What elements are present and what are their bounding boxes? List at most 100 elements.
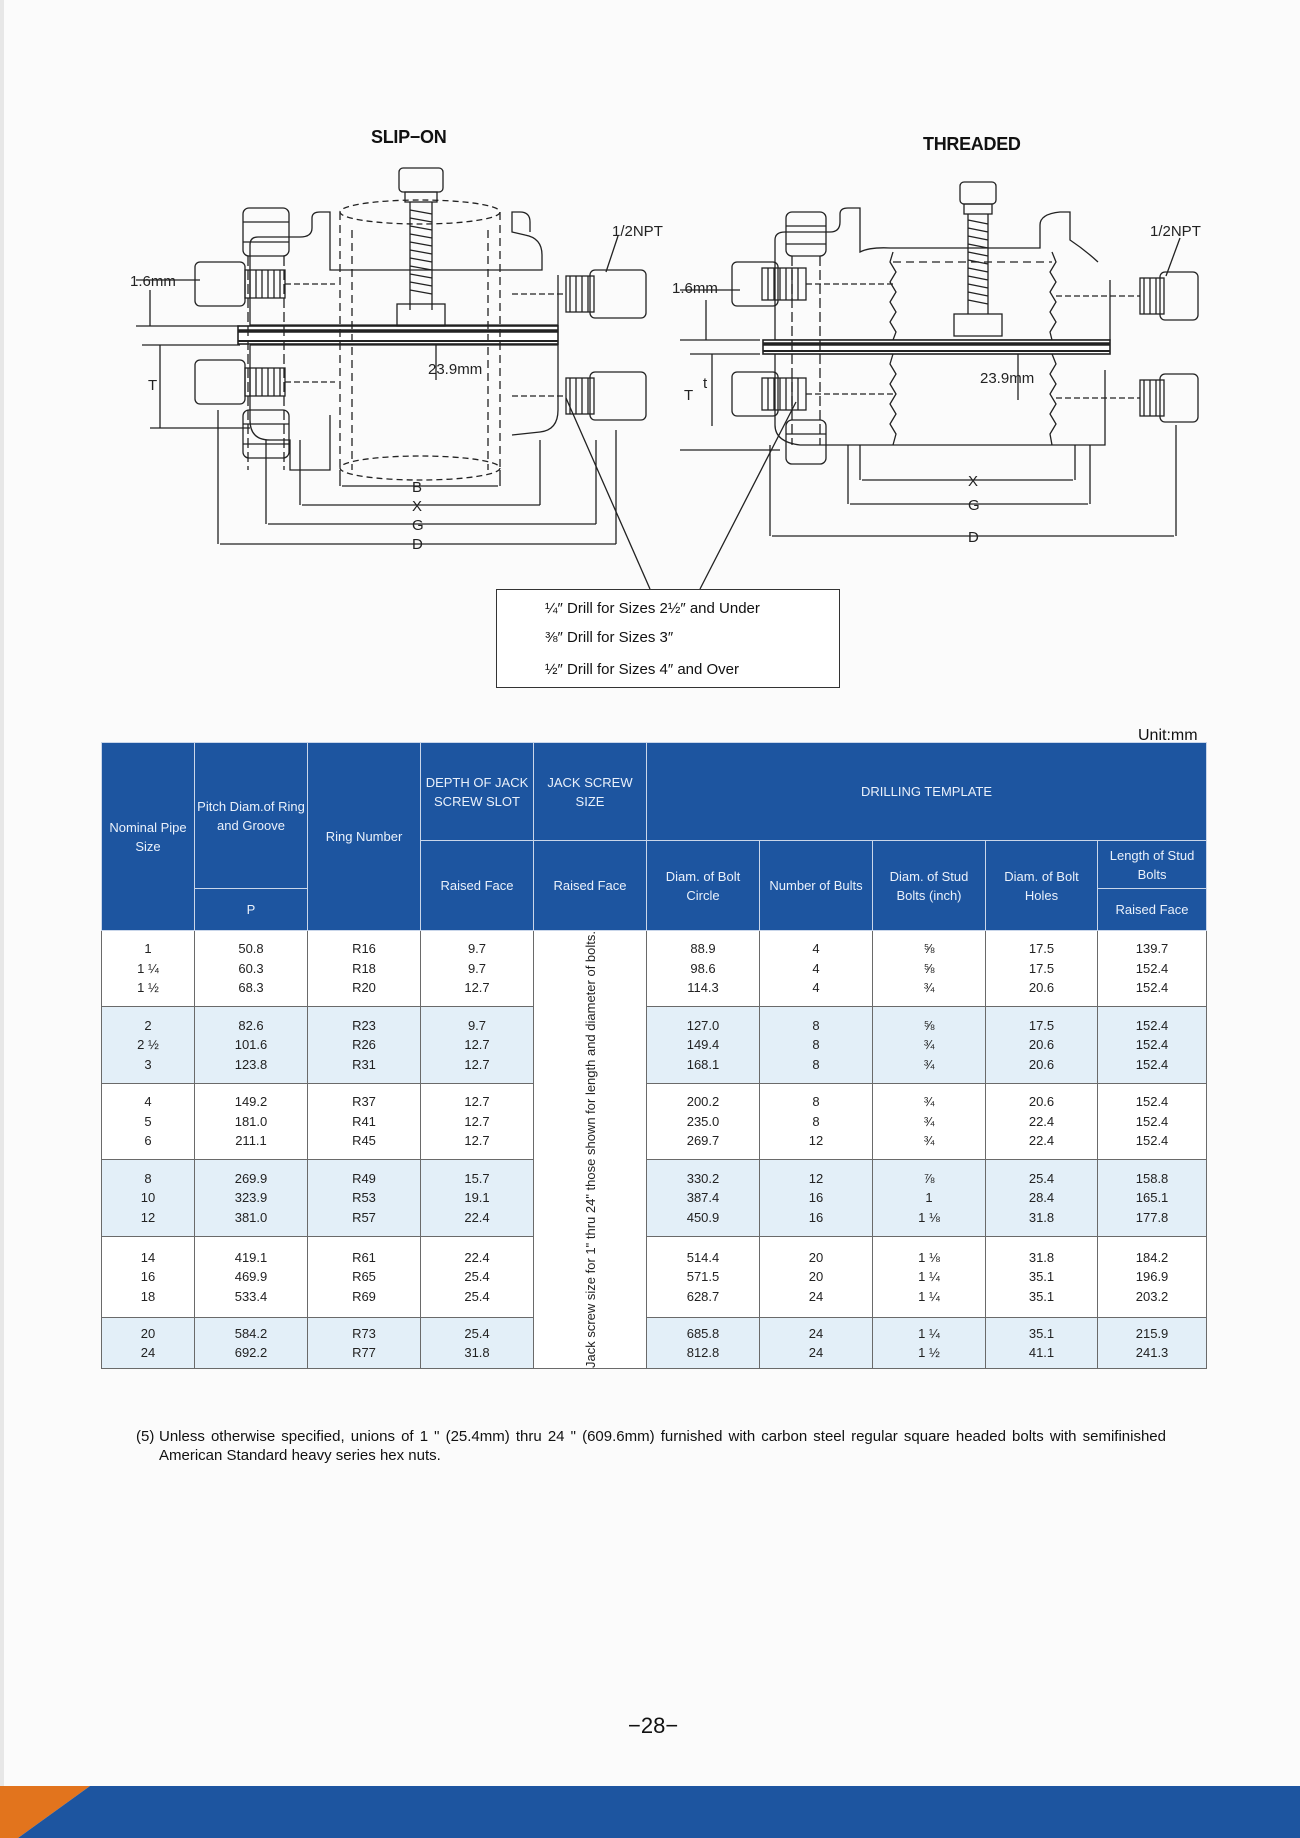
cell-value: 9.7 bbox=[467, 941, 487, 957]
slip-on-t-label: T bbox=[148, 377, 157, 394]
cell-value: 20 bbox=[140, 1325, 156, 1341]
cell-value: ⅞ bbox=[923, 1170, 935, 1186]
cell-value: 41.1 bbox=[1028, 1345, 1055, 1361]
cell-value: 419.1 bbox=[234, 1249, 268, 1265]
cell-value: 8 bbox=[812, 1113, 820, 1129]
cell-value: 381.0 bbox=[234, 1209, 268, 1225]
cell-value: R53 bbox=[352, 1190, 376, 1206]
cell-value: 628.7 bbox=[686, 1288, 720, 1304]
cell-value: R23 bbox=[352, 1017, 376, 1033]
cell-value: 1 bbox=[144, 941, 152, 957]
cell-value: 114.3 bbox=[687, 980, 719, 996]
cell-value: 149.2 bbox=[234, 1094, 268, 1110]
slip-on-x-label: X bbox=[412, 498, 422, 515]
footer-band bbox=[0, 1786, 1300, 1838]
cell-value: 20.6 bbox=[1028, 1094, 1055, 1110]
jack-screw-note-cell: Jack screw size for 1" thru 24" those sh… bbox=[533, 929, 647, 1370]
cell-value: 387.4 bbox=[686, 1190, 720, 1206]
cell-value: 2 bbox=[144, 1017, 152, 1033]
cell-value: 22.4 bbox=[464, 1249, 490, 1265]
threaded-1-6mm-label: 1.6mm bbox=[672, 280, 718, 297]
table-cell: 152.4 152.4 152.4 bbox=[1096, 1082, 1208, 1161]
cell-value: 22.4 bbox=[464, 1209, 490, 1225]
cell-value: 450.9 bbox=[686, 1209, 720, 1225]
cell-value: 31.8 bbox=[464, 1345, 490, 1361]
cell-value: 28.4 bbox=[1028, 1190, 1055, 1206]
header-depth-raised-face: Raised Face bbox=[420, 840, 534, 931]
cell-value: 12.7 bbox=[464, 1037, 490, 1053]
cell-value: 6 bbox=[144, 1133, 152, 1149]
cell-value: 152.4 bbox=[1135, 1094, 1169, 1110]
threaded-drawing bbox=[680, 181, 1199, 537]
cell-value: 19.1 bbox=[464, 1190, 490, 1206]
cell-value: 4 bbox=[812, 960, 820, 976]
cell-value: ⅝ bbox=[923, 1017, 935, 1033]
cell-value: 685.8 bbox=[686, 1325, 720, 1341]
footnote-text: Unless otherwise specified, unions of 1 … bbox=[159, 1428, 1166, 1464]
cell-value: R73 bbox=[352, 1325, 376, 1341]
header-pitch-p: P bbox=[194, 888, 308, 931]
cell-value: 1 ¼ bbox=[918, 1288, 940, 1304]
cell-value: 323.9 bbox=[234, 1190, 268, 1206]
cell-value: 15.7 bbox=[464, 1170, 490, 1186]
cell-value: 35.1 bbox=[1028, 1288, 1055, 1304]
cell-value: 101.6 bbox=[234, 1037, 268, 1053]
header-ring-number: Ring Number bbox=[307, 742, 421, 931]
cell-value: 269.9 bbox=[234, 1170, 268, 1186]
cell-value: R65 bbox=[352, 1269, 376, 1285]
slip-on-npt-label: 1/2NPT bbox=[612, 223, 663, 240]
drill-note-line-2: ⅜″ Drill for Sizes 3″ bbox=[545, 629, 674, 646]
cell-value: 152.4 bbox=[1135, 1113, 1169, 1129]
cell-value: ⅝ bbox=[923, 960, 935, 976]
header-bolt-circle: Diam. of Bolt Circle bbox=[646, 840, 760, 931]
cell-value: 12.7 bbox=[464, 1133, 490, 1149]
page-edge bbox=[0, 0, 4, 1838]
cell-value: 1 ¼ bbox=[918, 1269, 940, 1285]
cell-value: 88.9 bbox=[690, 941, 716, 957]
cell-value: 50.8 bbox=[238, 941, 264, 957]
cell-value: 1 ½ bbox=[918, 1345, 940, 1361]
cell-value: 177.8 bbox=[1135, 1209, 1169, 1225]
slip-on-b-label: B bbox=[412, 479, 422, 496]
threaded-23-9mm-label: 23.9mm bbox=[980, 370, 1034, 387]
cell-value: 4 bbox=[812, 980, 820, 996]
cell-value: ¾ bbox=[923, 1056, 935, 1072]
header-drilling-template: DRILLING TEMPLATE bbox=[645, 742, 1208, 841]
cell-value: R49 bbox=[352, 1170, 376, 1186]
cell-value: 2 ½ bbox=[137, 1037, 159, 1053]
table-cell: 15.7 19.1 22.4 bbox=[420, 1159, 534, 1237]
cell-value: 24 bbox=[808, 1345, 824, 1361]
cell-value: 31.8 bbox=[1028, 1249, 1055, 1265]
cell-value: 127.0 bbox=[686, 1017, 720, 1033]
unit-label: Unit:mm bbox=[1138, 727, 1198, 744]
cell-value: 211.1 bbox=[235, 1133, 267, 1149]
cell-value: R41 bbox=[352, 1113, 376, 1129]
cell-value: 584.2 bbox=[234, 1325, 268, 1341]
drill-note-line-3: ½″ Drill for Sizes 4″ and Over bbox=[545, 661, 740, 678]
cell-value: 12.7 bbox=[464, 980, 490, 996]
cell-value: 152.4 bbox=[1135, 1133, 1169, 1149]
header-number-of-bolts: Number of Bults bbox=[759, 840, 873, 931]
page-number: −28− bbox=[628, 1713, 679, 1738]
cell-value: 25.4 bbox=[464, 1288, 490, 1304]
